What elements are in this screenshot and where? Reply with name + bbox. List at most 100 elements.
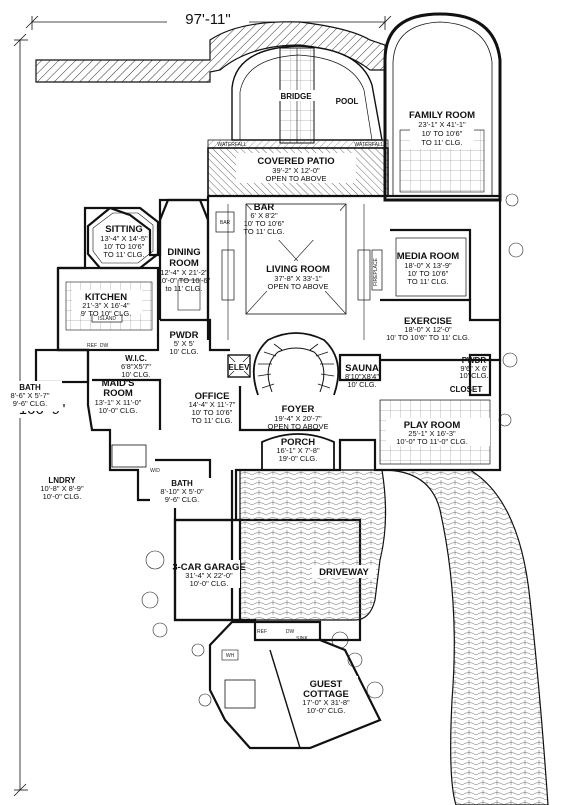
waterfall-left-label: WATERFALL (217, 142, 246, 148)
living-room-ceiling: OPEN TO ABOVE (268, 282, 329, 291)
foyer-dim: 19'-4" X 20'-7" (274, 414, 322, 423)
bar-dim: 6' X 8'2" (250, 211, 278, 220)
sauna-ceiling: 10' CLG. (347, 380, 376, 389)
media-ceiling-2: TO 11' CLG. (407, 277, 448, 286)
media-room (371, 237, 467, 297)
guest-name-2: COTTAGE (303, 689, 349, 700)
bar-fixture-label: BAR (220, 220, 231, 226)
wic-ceiling: 10' CLG. (121, 370, 150, 379)
porch (261, 433, 335, 470)
foyer-ceiling: OPEN TO ABOVE (268, 422, 329, 431)
dining-room (158, 198, 210, 320)
guest-name-1: GUEST (310, 679, 343, 690)
dining-ceiling-1: 10'-0" TO 10'-6" (158, 276, 211, 285)
pwdr-left-dim: 5' X 5' (174, 339, 195, 348)
bath2-dim: 8'-10" X 5'-0" (160, 487, 204, 496)
kitchen-ref-label: REF (87, 343, 97, 349)
family-room-dim: 23'-1" X 41'-1" (418, 120, 466, 129)
wic-name: W.I.C. (125, 354, 147, 363)
driveway-label: DRIVEWAY (319, 567, 369, 578)
pool-deck (35, 21, 386, 83)
bath1-name: BATH (19, 383, 41, 392)
wh-label: WH (226, 653, 235, 659)
porch-name: PORCH (281, 437, 315, 448)
pwdr-right-dim: 9'6" X 6' (460, 364, 488, 373)
covered-patio-dim: 39'-2" X 12'-0" (272, 166, 320, 175)
porch-ceiling: 19'-0" CLG. (279, 454, 318, 463)
office-name: OFFICE (195, 391, 230, 402)
living-room-dim: 37'-8" X 33'-1" (274, 274, 322, 283)
dining-name-2: ROOM (169, 258, 199, 269)
family-room (383, 12, 502, 202)
bath1-dim: 8'-6" X 5'-7" (10, 391, 49, 400)
play-dim: 25'-1" X 16'-3" (408, 429, 456, 438)
kitchen-name: KITCHEN (85, 292, 127, 303)
play-ceiling: 10'-0" TO 11'-0" CLG. (396, 437, 468, 446)
sitting-ceiling-1: 10' TO 10'6" (104, 242, 145, 251)
foyer-name: FOYER (282, 404, 315, 415)
wic-dim: 6'8"X5'7" (121, 362, 151, 371)
bath1-ceiling: 9'-6" CLG. (13, 399, 48, 408)
garage-ceiling: 10'-0" CLG. (190, 579, 229, 588)
pwdr-right-name: PWDR (462, 356, 487, 365)
garage-name: 3-CAR GARAGE (172, 562, 245, 573)
sauna-name: SAUNA (345, 363, 379, 374)
kitchen-island-label: ISLAND (98, 316, 116, 322)
family-room-ceiling-1: 10' TO 10'6" (422, 129, 463, 138)
bridge-label: BRIDGE (280, 92, 312, 101)
exercise-ceiling: 10' TO 10'6" TO 11' CLG. (386, 333, 470, 342)
office-ceiling-2: TO 11' CLG. (191, 416, 232, 425)
porch-dim: 16'-1" X 7'-8" (276, 446, 320, 455)
office-ceiling-1: 10' TO 10'6" (192, 408, 233, 417)
lndry-name: LNDRY (48, 476, 76, 485)
living-room-name: LIVING ROOM (266, 264, 330, 275)
pwdr-right-ceiling: 10' CLG. (459, 371, 488, 380)
sitting-dim: 13'-4" X 14'-5" (100, 234, 148, 243)
guest-ceiling: 10'-0" CLG. (307, 706, 346, 715)
office-dim: 14'-4" X 11'-7" (189, 400, 236, 409)
guest-dw-label: DW (286, 629, 295, 635)
lndry-dim: 10'-8" X 8'-9" (40, 484, 84, 493)
sitting-ceiling-2: TO 11' CLG. (103, 250, 144, 259)
play-name: PLAY ROOM (404, 420, 461, 431)
maids-dim: 13'-1" X 11'-0" (95, 398, 142, 407)
bath2-name: BATH (171, 479, 193, 488)
maids-ceiling: 10'-0" CLG. (99, 406, 138, 415)
pwdr-left-name: PWDR (169, 330, 198, 341)
bar-ceiling-2: TO 11' CLG. (243, 227, 284, 236)
kitchen-dw-label: DW (100, 343, 109, 349)
kitchen-dim: 21'-3" X 16'-4" (82, 301, 130, 310)
sauna-dim: 8'10"X8'4" (345, 372, 379, 381)
grand-staircase (252, 332, 340, 396)
elev-label: ELEV (229, 363, 251, 372)
dining-dim: 12'-4" X 21'-2" (160, 268, 208, 277)
guest-ref-label: REF (257, 629, 267, 635)
lndry-ceiling: 10'-0" CLG. (43, 492, 82, 501)
pool-label: POOL (336, 97, 359, 106)
fireplace-label: FIREPLACE (373, 257, 379, 285)
exercise-name: EXERCISE (404, 316, 452, 327)
dining-ceiling-2: to 11' CLG. (165, 284, 202, 293)
closet-name: CLOSET (450, 385, 483, 394)
bar-name: BAR (254, 202, 275, 213)
bar-ceiling-1: 10' TO 10'6" (244, 219, 285, 228)
waterfall-right-label: WATERFALL (354, 142, 383, 148)
exercise-dim: 18'-0" X 12'-0" (404, 325, 452, 334)
landscaping (141, 193, 524, 707)
covered-patio (207, 147, 389, 197)
driveway (239, 469, 549, 805)
guest-cottage (208, 620, 382, 750)
guest-dim: 17'-0" X 31'-8" (302, 698, 350, 707)
garage-dim: 31'-4" X 22'-0" (185, 571, 233, 580)
covered-patio-name: COVERED PATIO (257, 156, 334, 167)
family-room-name: FAMILY ROOM (409, 110, 475, 121)
wd-label: W/D (150, 468, 160, 474)
maids-name-2: ROOM (103, 388, 133, 399)
family-room-ceiling-2: TO 11' CLG. (421, 138, 462, 147)
guest-sink-label: SINK (296, 636, 308, 642)
maids-name-1: MAID'S (102, 378, 135, 389)
media-dim: 18'-0" X 13'-9" (404, 261, 452, 270)
covered-patio-ceiling: OPEN TO ABOVE (266, 174, 327, 183)
bath2-ceiling: 9'-6" CLG. (165, 495, 200, 504)
